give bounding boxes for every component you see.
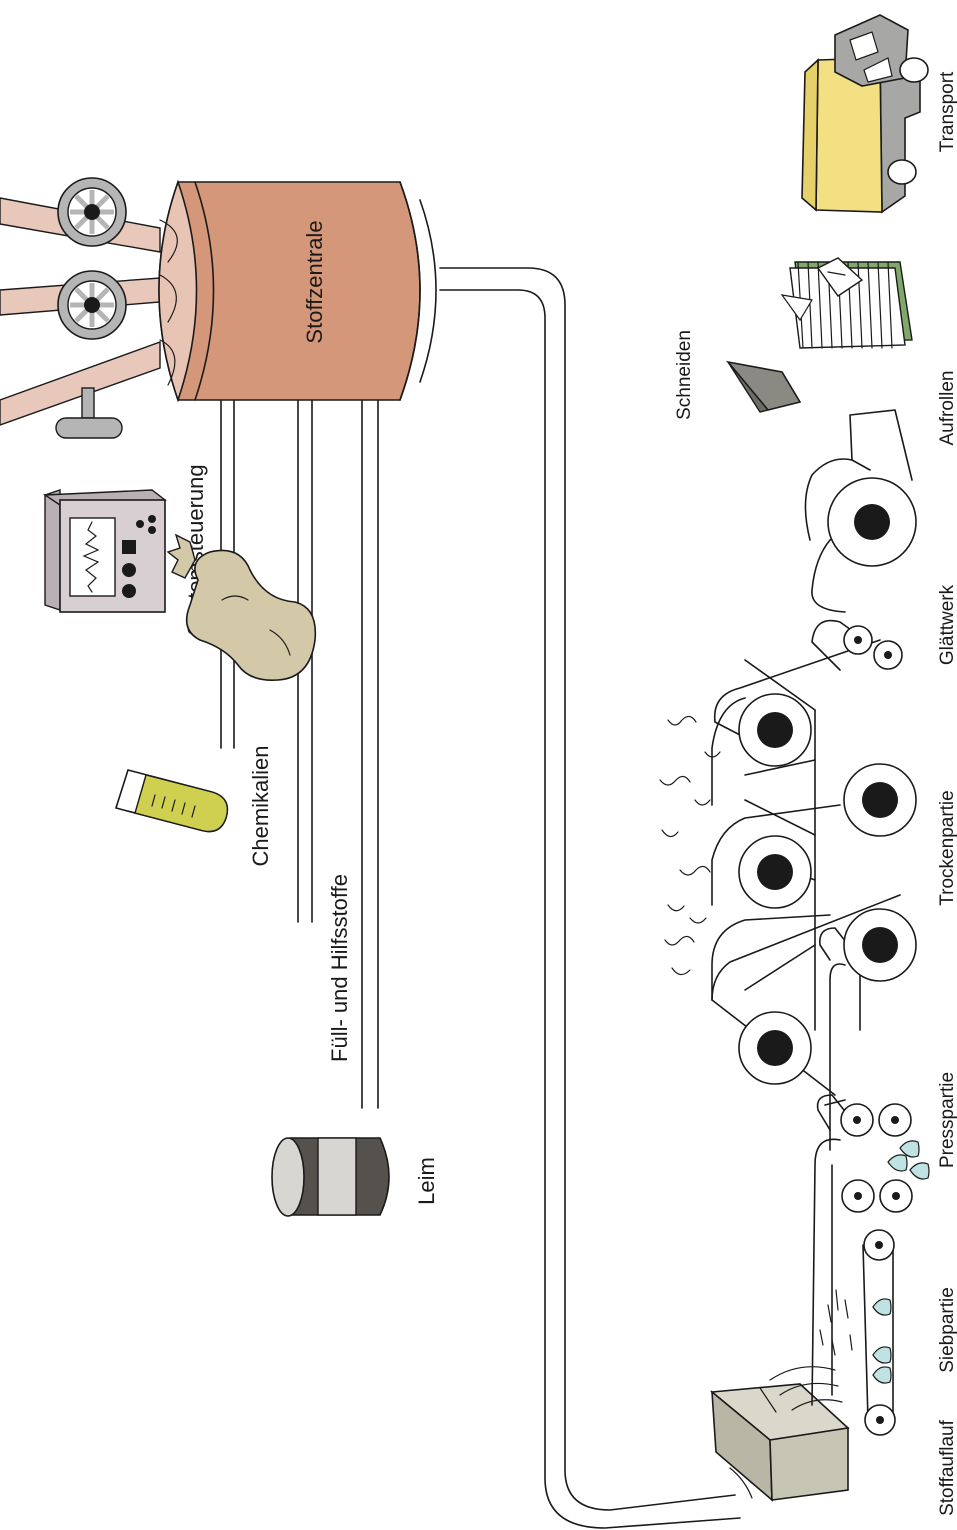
station-label-stoffauflauf: Stoffauflauf [937, 1419, 957, 1516]
dryer-cylinders [739, 694, 916, 1084]
knife-icon: Schneiden [674, 330, 800, 420]
water-drop-icon [873, 1299, 891, 1383]
reel-roll [828, 478, 916, 566]
chemikalien-label: Chemikalien [248, 745, 273, 866]
barrel-icon: Leim [272, 1138, 439, 1216]
fuellstoffe-label: Füll- und Hilfsstoffe [327, 874, 352, 1062]
test-tube-icon: Chemikalien [116, 745, 273, 866]
wire-section [863, 1230, 895, 1435]
station-label-presspartie: Presspartie [937, 1072, 957, 1168]
steam-icon [660, 716, 720, 974]
valve-wheel-icon [58, 271, 126, 339]
leim-label: Leim [414, 1157, 439, 1205]
station-label-glaettwerk: Glättwerk [937, 584, 957, 665]
station-labels: Stoffauflauf Siebpartie Presspartie Troc… [937, 71, 957, 1516]
station-label-aufrollen: Aufrollen [937, 371, 957, 446]
station-label-trockenpartie: Trockenpartie [937, 790, 957, 905]
feed-lines [221, 400, 378, 1108]
water-drop-icon [888, 1141, 929, 1179]
headbox-icon [712, 1384, 848, 1500]
stoffzentrale-label: Stoffzentrale [302, 220, 327, 343]
station-label-siebpartie: Siebpartie [937, 1287, 957, 1373]
stock-pipe [440, 268, 740, 1528]
calender-rollers [844, 626, 902, 669]
valve-wheel-icon [58, 178, 126, 246]
paper-stack-icon [782, 258, 912, 348]
truck-icon [802, 15, 928, 212]
schneiden-label: Schneiden [674, 330, 695, 420]
stock-tank: Stoffzentrale [159, 182, 436, 400]
station-label-transport: Transport [937, 71, 957, 152]
